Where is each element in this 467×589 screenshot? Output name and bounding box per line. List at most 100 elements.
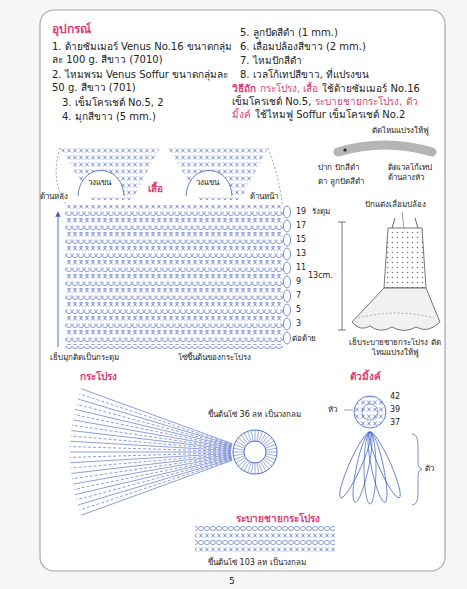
label: 7 — [296, 291, 301, 301]
skirt-ray — [73, 456, 232, 484]
label: ติดเวลโก้เทป ด้านล่างหัว — [388, 163, 442, 183]
turning-chain — [284, 220, 291, 232]
label: 17 — [296, 221, 306, 231]
label: ต่อด้าย — [292, 334, 316, 344]
label: วงแขน — [88, 178, 111, 188]
mink-body-bracket — [412, 434, 422, 505]
label: 4. มุกสีขาว (5 mm.) — [62, 110, 156, 123]
label: ขึ้นต้นโซ่ 36 ลห เป็นวงกลม — [208, 410, 301, 420]
turning-chain — [284, 248, 291, 260]
dress-bodice — [384, 228, 426, 288]
label: ตัดไหมแปรงให้ฟู — [372, 126, 429, 136]
turning-chain — [284, 276, 291, 288]
chain-row — [65, 268, 283, 275]
ring-stitch — [247, 431, 251, 441]
ring-stitch — [236, 441, 246, 447]
label: ปักแต่งเลื่อมปล้อง — [365, 200, 426, 210]
skirt-ray — [74, 457, 232, 490]
ring-stitch — [262, 435, 269, 443]
bodice-back-piece — [60, 148, 160, 200]
label: 2. ไหมพรม Venus Soffur ขนาดกลุ่มละ 50 g.… — [52, 68, 237, 94]
mink-body-loop — [349, 431, 376, 504]
tutu-seam — [358, 313, 434, 318]
ring-stitch — [233, 452, 244, 453]
stitch-row — [65, 331, 283, 338]
section-heading: ตัวมิ้งค์ — [350, 370, 381, 383]
stitch-row — [65, 233, 283, 240]
label: 11 — [296, 263, 306, 273]
chain-row — [195, 526, 335, 533]
ring-stitch — [265, 458, 275, 464]
label: 6. เลื่อมปล้องสีขาว (2 mm.) — [240, 40, 366, 53]
armhole — [186, 171, 232, 197]
skirt-ray — [79, 460, 232, 511]
label: ด้านหน้า — [250, 192, 278, 202]
turning-chain — [284, 332, 291, 344]
label: ตัว — [425, 464, 434, 474]
label: ปาก ปักสีดำ — [318, 163, 359, 173]
page-frame — [40, 10, 445, 571]
section-heading: เสื้อ — [148, 182, 163, 195]
label: 37 — [390, 418, 400, 428]
label: รังดุม — [312, 207, 330, 217]
ring-stitch — [241, 460, 248, 468]
turning-chain — [284, 234, 291, 246]
label: วงแขน — [196, 178, 219, 188]
skirt-ray — [70, 447, 231, 452]
ring-stitch — [265, 444, 275, 448]
label: ขึ้นต้นโซ่ 103 ลห เป็นวงกลม — [208, 558, 306, 568]
label: 5. ลูกปัดสีดำ (1 mm.) — [240, 26, 338, 39]
label: 9 — [296, 277, 301, 287]
turning-chain — [284, 318, 291, 330]
label: 3 — [296, 319, 301, 329]
turning-chain — [284, 262, 291, 274]
ring-stitch — [266, 448, 277, 450]
chain-row — [65, 254, 283, 261]
ring-stitch — [241, 435, 248, 443]
chain-row — [65, 212, 283, 219]
skirt-ray — [72, 425, 231, 448]
ring-stitch — [251, 430, 253, 441]
skirt-ray — [70, 441, 231, 450]
ring-stitch — [263, 459, 271, 466]
stitch-row — [65, 205, 283, 212]
skirt-ray — [79, 394, 232, 445]
ring-stitch — [266, 454, 277, 456]
ring-stitch — [266, 452, 277, 453]
ring-stitch — [257, 430, 259, 441]
title: อุปกรณ์ — [52, 22, 91, 37]
stitch-row — [65, 247, 283, 254]
stitch-row — [65, 275, 283, 282]
foundation-chain — [65, 346, 283, 351]
turning-chain — [284, 290, 291, 302]
ring-stitch — [233, 454, 244, 456]
mink-head-chart — [354, 396, 386, 428]
ring-stitch — [238, 438, 246, 445]
chain-row — [195, 540, 335, 547]
stitch-row — [65, 289, 283, 296]
label: 8. เวลโก้เทปสีขาว, ที่แปรงขน — [240, 68, 369, 81]
label: 39 — [390, 405, 400, 415]
label: 15 — [296, 235, 306, 245]
skirt-ray — [81, 460, 232, 515]
skirt-ray — [71, 454, 231, 468]
skirt-ray — [73, 420, 232, 448]
chain-row — [65, 226, 283, 233]
label: 42 — [390, 392, 400, 402]
method-text: วิธีถัก — [232, 83, 256, 94]
label: เย็บมุกติดเป็นกระดุม — [50, 353, 119, 363]
chain-row — [65, 310, 283, 317]
skirt-ray — [71, 431, 231, 450]
chain-row — [65, 324, 283, 331]
stitch-row — [195, 533, 335, 540]
stitch-row — [65, 317, 283, 324]
ring-stitch — [257, 463, 259, 474]
label: ตา ลูกปัดสีดำ — [318, 177, 364, 187]
ring-stitch — [262, 460, 269, 468]
stitch-row — [65, 261, 283, 268]
stitch-row — [65, 219, 283, 226]
leader-line — [344, 410, 353, 411]
ring-stitch — [238, 459, 246, 466]
ring-stitch — [251, 463, 253, 474]
method-note: วิธีถักกระโปรง, เสื้อใช้ด้ายซัมเมอร์ No.… — [232, 82, 438, 121]
